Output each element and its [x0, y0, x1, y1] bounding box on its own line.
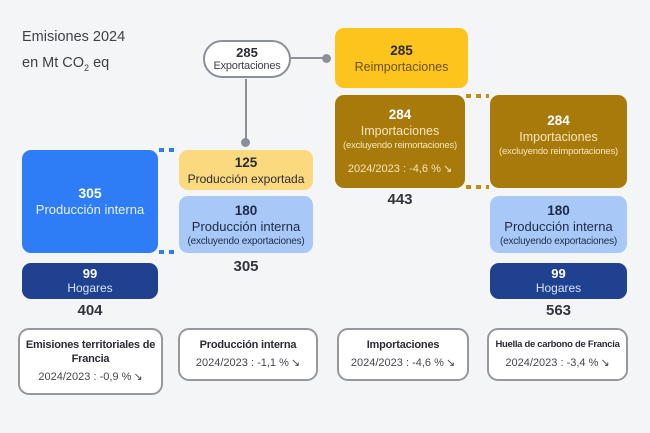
card-change: 2024/2023 : -3,4 %↘	[492, 356, 623, 370]
box-label: Reimportaciones	[354, 59, 449, 74]
box-sublabel: (excluyendo exportaciones)	[187, 235, 305, 247]
importaciones-box-right: 284 Importaciones (excluyendo reimportac…	[490, 95, 627, 188]
card-title: Huella de carbono de Francia	[495, 339, 620, 350]
title-unit-suffix: eq	[93, 55, 110, 71]
box-value: 99	[82, 266, 98, 281]
connector-dot-right	[322, 54, 331, 63]
title-unit-subscript: 2	[84, 62, 90, 73]
box-sublabel: (excluyendo exportaciones)	[499, 235, 618, 247]
produccion-interna-excl-box: 180 Producción interna (excluyendo expor…	[179, 196, 313, 253]
card-title: Emisiones territoriales de Francia	[25, 339, 156, 365]
importaciones-box-left: 284 Importaciones (excluyendo reimortaci…	[335, 95, 465, 188]
connector-line-horizontal	[291, 57, 324, 59]
box-value: 284	[547, 112, 570, 128]
box-value: 180	[547, 202, 570, 218]
box-value: 305	[78, 185, 102, 201]
box-value: 285	[390, 42, 413, 58]
trend-down-icon: ↘	[445, 356, 456, 369]
box-change: 2024/2023 : -4,6 %↘	[348, 161, 452, 177]
summary-card-produccion-interna: Producción interna 2024/2023 : -1,1 %↘	[178, 328, 318, 381]
summary-card-importaciones: Importaciones 2024/2023 : -4,6 %↘	[337, 328, 469, 381]
total-territorial: 404	[77, 302, 103, 319]
produccion-interna-box: 305 Producción interna	[22, 150, 158, 253]
diagram-title: Emisiones 2024 en Mt CO2 eq	[22, 24, 125, 81]
connector-dot-bottom	[241, 138, 250, 147]
produccion-exportada-box: 125 Producción exportada	[179, 150, 313, 190]
box-value: 180	[234, 202, 258, 218]
hogares-box-right: 99 Hogares	[490, 263, 627, 299]
reimportaciones-box: 285 Reimportaciones	[335, 28, 468, 88]
exportaciones-pill: 285 Exportaciones	[203, 40, 291, 78]
box-label: Hogares	[67, 281, 113, 295]
card-change: 2024/2023 : -1,1 %↘	[183, 356, 313, 370]
change-text: 2024/2023 : -1,1 %	[195, 357, 289, 369]
blue-dash-bottom	[159, 250, 178, 254]
trend-down-icon: ↘	[442, 162, 453, 175]
box-value: 125	[234, 154, 258, 170]
box-label: Importaciones	[519, 129, 598, 144]
hogares-box-left: 99 Hogares	[22, 263, 158, 299]
change-text: 2024/2023 : -0,9 %	[38, 371, 132, 383]
trend-down-icon: ↘	[600, 356, 610, 369]
change-text: 2024/2023 : -3,4 %	[505, 357, 599, 369]
gold-dash-top	[466, 94, 489, 98]
summary-card-huella-carbono: Huella de carbono de Francia 2024/2023 :…	[487, 328, 628, 381]
trend-down-icon: ↘	[133, 370, 143, 383]
box-sublabel: (excluyendo reimortaciones)	[343, 140, 457, 151]
box-label: Producción exportada	[187, 171, 305, 186]
title-line-2: en Mt CO2 eq	[22, 50, 125, 81]
card-change: 2024/2023 : -4,6 %↘	[342, 356, 464, 370]
summary-card-emisiones-territoriales: Emisiones territoriales de Francia 2024/…	[18, 328, 163, 395]
box-label: Importaciones	[360, 124, 440, 138]
blue-dash-top	[159, 148, 178, 152]
total-produccion: 305	[233, 258, 259, 275]
change-text: 2024/2023 : -4,6 %	[347, 163, 441, 175]
change-text: 2024/2023 : -4,6 %	[350, 357, 444, 369]
box-label: Producción interna	[191, 218, 301, 234]
trend-down-icon: ↘	[290, 356, 301, 369]
title-unit-prefix: en Mt CO	[22, 55, 85, 71]
gold-dash-bottom	[466, 185, 489, 189]
total-huella: 563	[545, 302, 572, 319]
box-label: Hogares	[535, 281, 582, 295]
connector-line-vertical	[245, 79, 247, 140]
title-line-1: Emisiones 2024	[22, 29, 126, 45]
total-importaciones: 443	[387, 191, 413, 208]
box-sublabel: (excluyendo reimportaciones)	[498, 145, 618, 157]
box-value: 99	[551, 266, 566, 281]
card-change: 2024/2023 : -0,9 %↘	[23, 370, 158, 384]
produccion-interna-excl-box-right: 180 Producción interna (excluyendo expor…	[490, 196, 627, 253]
card-title: Importaciones	[366, 339, 440, 351]
box-label: Producción interna	[504, 218, 613, 234]
card-title: Producción interna	[199, 339, 297, 351]
pill-label: Exportaciones	[213, 59, 281, 72]
pill-value: 285	[236, 44, 258, 60]
box-label: Producción interna	[35, 202, 145, 217]
box-value: 284	[388, 107, 412, 122]
